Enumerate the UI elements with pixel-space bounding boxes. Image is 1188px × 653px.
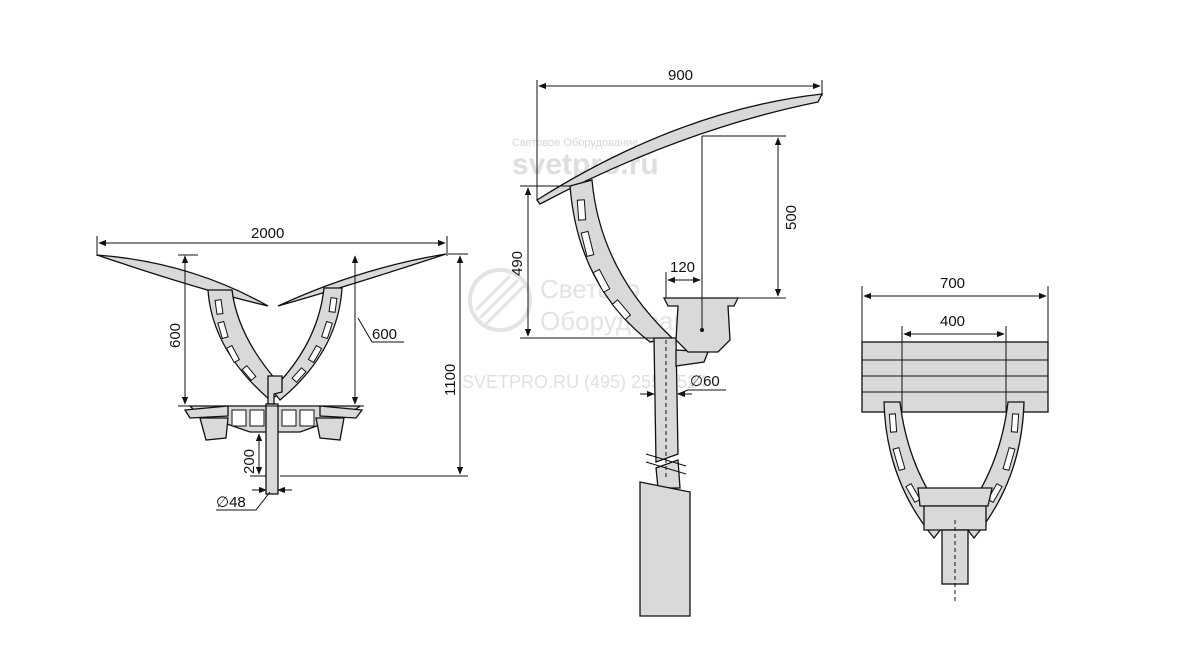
dim-top-inner: 400 [940,313,965,330]
side-base [639,481,691,617]
dim-front-left-height: 600 [167,323,184,348]
side-view: 900 500 490 120 ∅60 [509,67,824,617]
left-foot [199,417,229,441]
dim-front-right-height: 600 [372,326,397,343]
side-pole-mid [655,459,681,489]
side-canopy [536,93,824,205]
dim-side-drop: 500 [783,205,800,230]
dim-front-total-height: 1100 [442,364,459,396]
dim-front-width: 2000 [251,225,284,242]
side-lamp [662,297,740,353]
top-lamp-ring [917,487,993,507]
watermark-logo-icon [468,268,532,332]
dim-side-reach: 900 [668,67,693,84]
dim-front-stem: 200 [241,449,258,474]
right-arm [271,287,343,401]
front-view: 2000 600 600 1100 200 ∅48 [96,225,468,511]
dim-side-rise: 490 [509,251,526,276]
right-foot [315,417,345,441]
left-canopy [96,254,269,307]
top-canopy [861,341,1049,413]
dim-front-diameter: ∅48 [216,494,246,511]
dim-side-offset: 120 [670,259,695,276]
top-view: 700 400 [861,275,1049,602]
dim-top-outer: 700 [940,275,965,292]
top-lamp-body [923,505,987,531]
front-stem [265,403,279,495]
dim-side-diameter: ∅60 [690,373,720,390]
watermark-company: Световое Оборудование [512,137,638,149]
watermark-bottom: SVETPRO.RU (495) 255-3524 [462,372,707,392]
right-canopy [277,253,447,307]
